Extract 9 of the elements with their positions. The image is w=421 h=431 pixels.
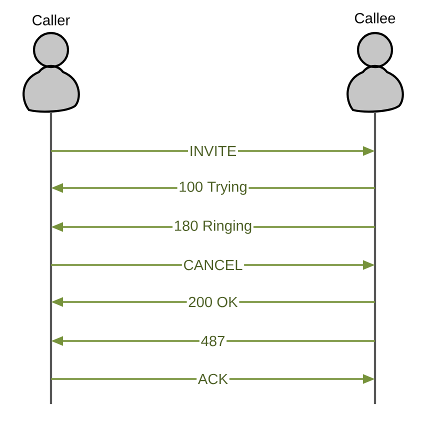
- edge-label: ACK: [196, 372, 230, 386]
- edge-label: 200 OK: [186, 295, 240, 309]
- actor-label: Callee: [354, 12, 396, 24]
- edge-label: 487: [199, 334, 227, 348]
- actor-label: Caller: [32, 14, 70, 26]
- edge-label: INVITE: [188, 144, 238, 158]
- edge-label: 100 Trying: [177, 180, 249, 196]
- edge-label: 180 Ringing: [172, 218, 254, 236]
- edge-label: CANCEL: [182, 258, 244, 272]
